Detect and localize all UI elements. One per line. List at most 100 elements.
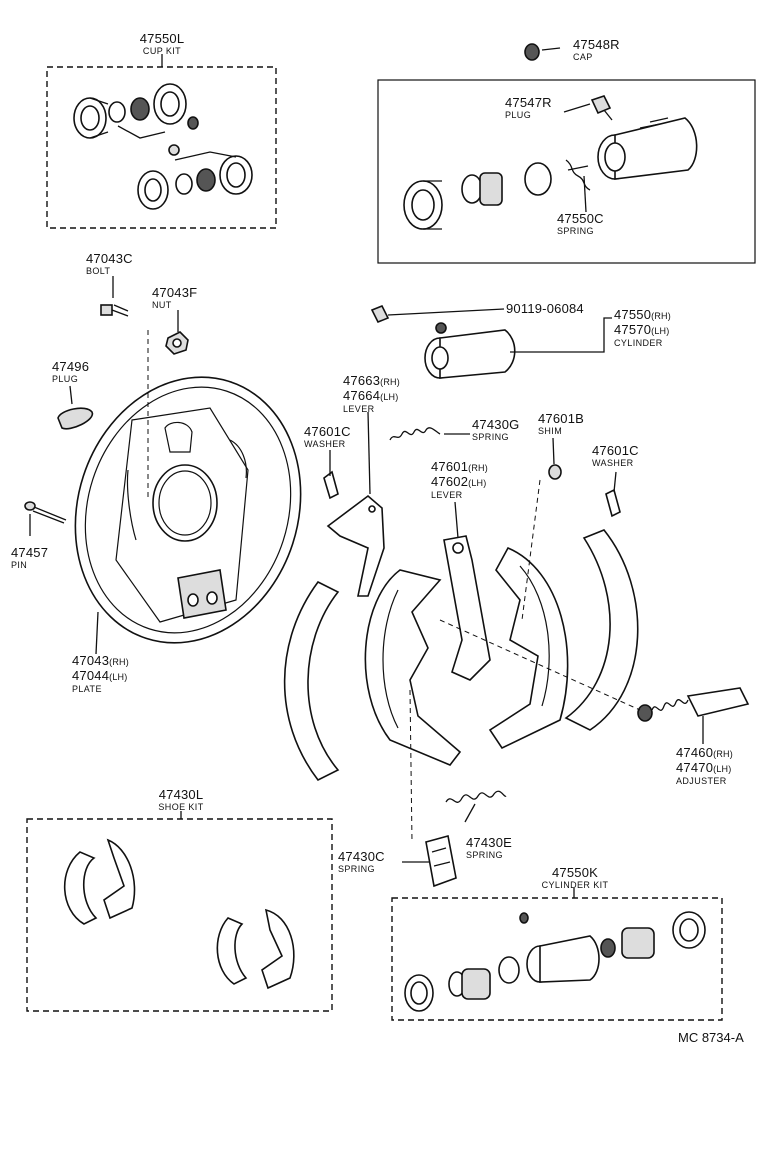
part-name: SPRING xyxy=(466,850,503,860)
shoe-kit-parts xyxy=(63,838,295,990)
part-number: 47043F xyxy=(152,285,198,300)
label-bolt-90119: 90119-06084 xyxy=(506,302,584,316)
part-number: 47430L xyxy=(158,787,204,802)
part-name: SPRING xyxy=(557,226,594,236)
label-bolt: 47043C BOLT xyxy=(86,251,133,277)
part-name: CYLINDER xyxy=(614,338,663,348)
part-number: 47430C xyxy=(338,849,385,864)
brake-shoe-left xyxy=(364,569,462,766)
part-number: 47043C xyxy=(86,251,133,266)
part-number-lh: 47470(LH) xyxy=(676,760,732,775)
label-lever-parking: 47663(RH) 47664(LH) LEVER xyxy=(343,373,400,415)
nut-part xyxy=(165,331,189,355)
backing-plate-part xyxy=(74,376,302,644)
part-name: ADJUSTER xyxy=(676,776,727,786)
part-number: 47550K xyxy=(551,865,599,880)
shim-part xyxy=(548,464,562,480)
part-number: 47430E xyxy=(466,835,513,850)
adjusting-lever-part xyxy=(443,535,491,681)
right-washer-part xyxy=(605,488,621,518)
part-number: 47457 xyxy=(11,545,49,560)
label-spring-cylinder: 47550C SPRING xyxy=(557,211,604,237)
backing-plate-plug xyxy=(57,407,93,430)
part-name: SPRING xyxy=(338,864,375,874)
part-number: 47548R xyxy=(573,37,620,52)
label-spring-holddown: 47430C SPRING xyxy=(338,849,385,875)
label-washer-left: 47601C WASHER xyxy=(304,424,351,450)
wheel-cylinder-part xyxy=(370,304,516,379)
part-number: 47550L xyxy=(139,31,185,46)
cylinder-kit-box xyxy=(391,897,723,1021)
cylinder-detail-parts xyxy=(403,117,698,230)
part-name: WASHER xyxy=(592,458,634,468)
bolt-part xyxy=(100,304,129,317)
label-shoe-kit: 47430L SHOE KIT xyxy=(141,787,221,813)
part-name: WASHER xyxy=(304,439,346,449)
part-name: SPRING xyxy=(472,432,509,442)
part-number: 47663(RH) xyxy=(343,373,400,388)
cylinder-detail-box xyxy=(377,79,756,264)
label-spring-lever: 47430G SPRING xyxy=(472,417,520,443)
label-cap: 47548R CAP xyxy=(573,37,620,63)
part-name: NUT xyxy=(152,300,172,310)
part-number: 47601C xyxy=(304,424,351,439)
part-number: 47550(RH) xyxy=(614,307,671,322)
label-plate: 47043(RH) 47044(LH) PLATE xyxy=(72,653,129,695)
part-number: 47496 xyxy=(52,359,90,374)
part-name: SHOE KIT xyxy=(158,802,204,812)
label-lever-adjust: 47601(RH) 47602(LH) LEVER xyxy=(431,459,488,501)
shoe-kit-box xyxy=(26,818,333,1012)
label-washer-right: 47601C WASHER xyxy=(592,443,639,469)
part-name: CYLINDER KIT xyxy=(541,880,609,890)
hold-down-spring-part xyxy=(425,835,457,888)
part-number: 47460(RH) xyxy=(676,745,733,760)
label-nut: 47043F NUT xyxy=(152,285,198,311)
label-cup-kit: 47550L CUP KIT xyxy=(122,31,202,57)
part-name: CUP KIT xyxy=(142,46,182,56)
cylinder-kit-parts xyxy=(404,911,706,1012)
part-number-lh: 47664(LH) xyxy=(343,388,399,403)
cap-part xyxy=(524,43,540,61)
part-number: 47430G xyxy=(472,417,520,432)
cup-kit-parts xyxy=(73,83,253,210)
left-washer-part xyxy=(323,470,339,500)
shoe-return-spring-part xyxy=(445,790,507,803)
brake-shoe-right xyxy=(488,546,569,750)
part-name: BOLT xyxy=(86,266,111,276)
plug-part xyxy=(590,95,613,121)
label-adjuster: 47460(RH) 47470(LH) ADJUSTER xyxy=(676,745,733,787)
pin-part xyxy=(24,501,67,524)
part-name: PLUG xyxy=(505,110,532,120)
part-number: 47601B xyxy=(538,411,585,426)
part-number: 47550C xyxy=(557,211,604,226)
adjuster-part xyxy=(637,687,750,722)
part-number-lh: 47602(LH) xyxy=(431,474,487,489)
part-number: 47601C xyxy=(592,443,639,458)
leader-lines xyxy=(29,47,704,898)
label-plug-small: 47496 PLUG xyxy=(52,359,90,385)
part-number-lh: 47570(LH) xyxy=(614,322,670,337)
lever-spring-part xyxy=(389,427,441,441)
part-name: CAP xyxy=(573,52,593,62)
part-number-lh: 47044(LH) xyxy=(72,668,128,683)
part-name: PIN xyxy=(11,560,28,570)
label-spring-return: 47430E SPRING xyxy=(466,835,513,861)
part-number: 47547R xyxy=(505,95,552,110)
label-plug-top: 47547R PLUG xyxy=(505,95,552,121)
part-name: SHIM xyxy=(538,426,563,436)
part-number: 47043(RH) xyxy=(72,653,129,668)
label-pin: 47457 PIN xyxy=(11,545,49,571)
brake-shoe-left-lining xyxy=(283,580,340,782)
label-shim: 47601B SHIM xyxy=(538,411,585,437)
part-name: PLUG xyxy=(52,374,79,384)
label-cylinder-kit: 47550K CYLINDER KIT xyxy=(520,865,630,891)
label-cylinder: 47550(RH) 47570(LH) CYLINDER xyxy=(614,307,671,349)
parking-lever-part xyxy=(326,494,385,597)
part-name: PLATE xyxy=(72,684,102,694)
part-name: LEVER xyxy=(343,404,375,414)
part-number: 90119-06084 xyxy=(506,301,584,316)
part-number: 47601(RH) xyxy=(431,459,488,474)
brake-shoe-right-lining xyxy=(564,529,639,731)
diagram-reference-code: MC 8734-A xyxy=(678,1030,744,1045)
